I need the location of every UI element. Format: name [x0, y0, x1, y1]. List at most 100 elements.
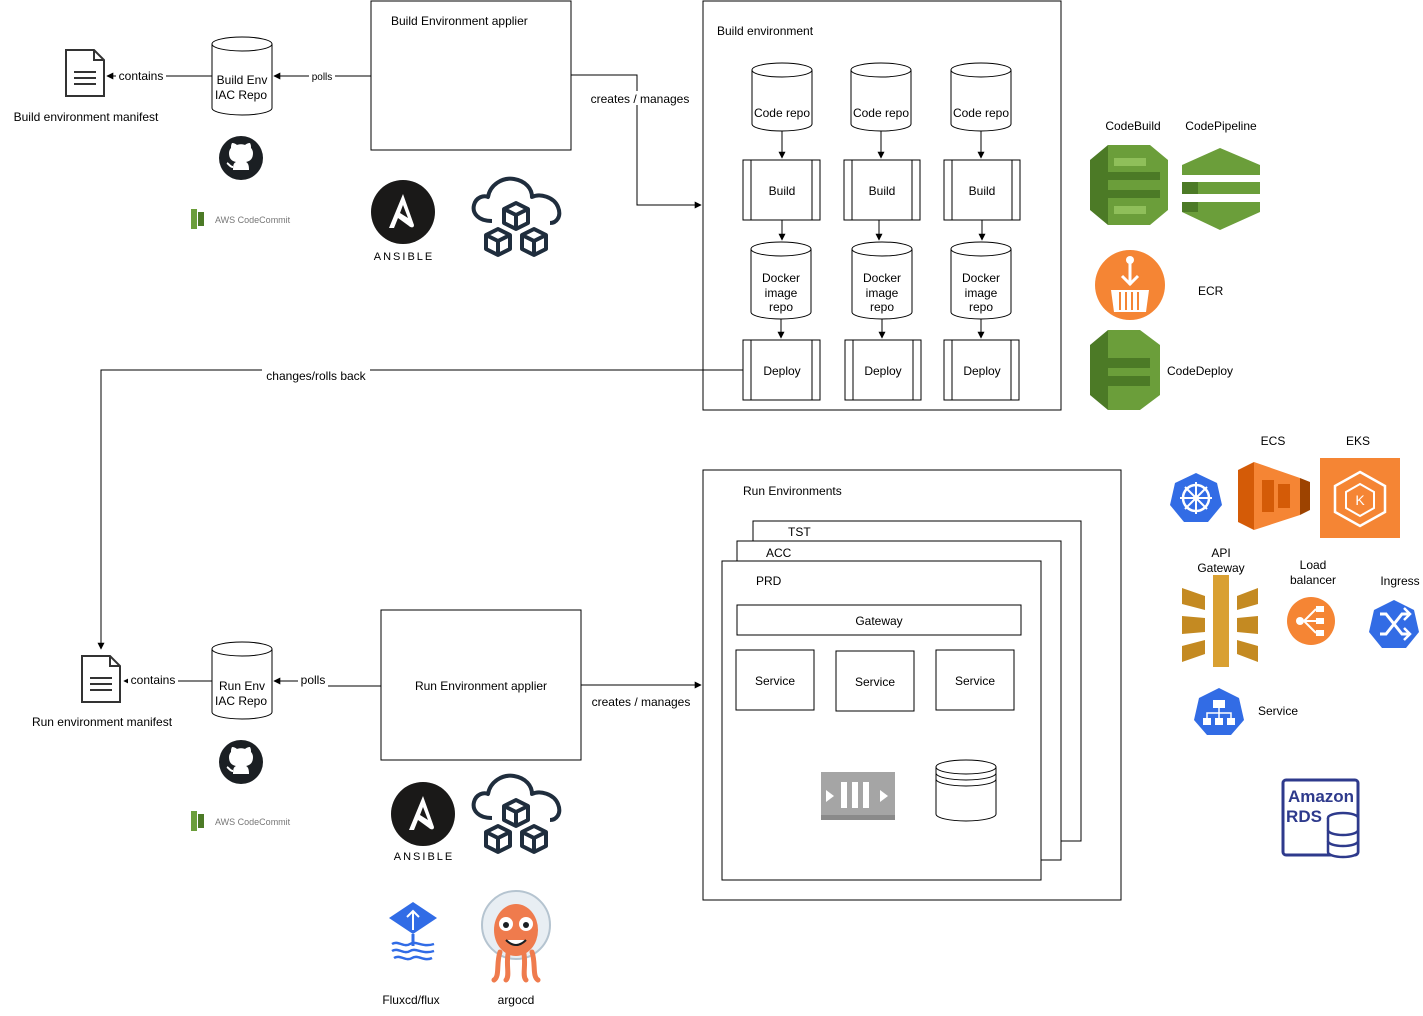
- gateway-label: Gateway: [855, 614, 902, 628]
- load-balancer-icon: [1287, 597, 1335, 645]
- svg-text:K: K: [1355, 492, 1365, 508]
- flux-label: Fluxcd/flux: [382, 993, 439, 1007]
- flux-icon: [389, 902, 437, 961]
- codecommit-icon: [191, 811, 204, 831]
- ansible-label-build: ANSIBLE: [374, 251, 434, 263]
- queue-icon: [821, 772, 895, 820]
- deploy-step-label: Deploy: [763, 364, 800, 378]
- ansible-icon: [371, 180, 435, 244]
- build-step-label: Build: [969, 184, 996, 198]
- build-step-label: Build: [869, 184, 896, 198]
- docker-line1: Docker: [962, 271, 1000, 285]
- ansible-icon: [391, 782, 455, 846]
- docker-line3: repo: [769, 300, 793, 314]
- rds-icon: Amazon RDS: [1281, 778, 1360, 859]
- rds-line2: RDS: [1286, 807, 1322, 826]
- codedeploy-label: CodeDeploy: [1167, 364, 1233, 378]
- docker-line2: image: [866, 286, 899, 300]
- docker-line3: repo: [969, 300, 993, 314]
- run-codecommit-label: AWS CodeCommit: [215, 817, 291, 827]
- codebuild-icon: [1090, 145, 1168, 225]
- build-repo-line1: Build Env: [217, 73, 268, 87]
- ansible-label-run: ANSIBLE: [394, 851, 454, 863]
- build-applier-title: Build Environment applier: [391, 14, 528, 28]
- ecs-icon: [1238, 462, 1310, 530]
- env-acc-label: ACC: [766, 546, 792, 560]
- rollback-label: changes/rolls back: [266, 369, 366, 383]
- service-box: [835, 650, 915, 712]
- docker-line3: repo: [870, 300, 894, 314]
- run-contains-label: contains: [131, 673, 176, 687]
- docker-line1: Docker: [762, 271, 800, 285]
- ecs-label: ECS: [1261, 434, 1286, 448]
- build-contains-label: contains: [119, 69, 164, 83]
- database-icon: [935, 759, 997, 822]
- gateway-box: [736, 604, 1022, 636]
- build-applier-box: [370, 0, 572, 151]
- api-gateway-icon: [1182, 575, 1258, 667]
- build-codecommit-label: AWS CodeCommit: [215, 215, 291, 225]
- service-label: Service: [755, 674, 795, 688]
- build-iac-repo: Build Env IAC Repo: [211, 36, 273, 116]
- run-creates-label: creates / manages: [592, 695, 691, 709]
- pipeline-column: Code repo Build Docker image repo Deploy: [742, 62, 821, 401]
- run-iac-repo: Run Env IAC Repo: [211, 641, 273, 720]
- deploy-step-label: Deploy: [864, 364, 901, 378]
- ingress-label: Ingress: [1380, 574, 1419, 588]
- codecommit-icon: [191, 209, 204, 229]
- run-polls-label: polls: [301, 673, 326, 687]
- deploy-step-label: Deploy: [963, 364, 1000, 378]
- code-repo-label: Code repo: [853, 106, 909, 120]
- run-environments-title: Run Environments: [743, 484, 842, 498]
- pipeline-column: Code repo Build Docker image repo Deploy: [943, 62, 1021, 401]
- build-creates-label: creates / manages: [591, 92, 690, 106]
- build-polls-label: polls: [312, 72, 333, 83]
- argocd-label: argocd: [498, 993, 535, 1007]
- docker-line1: Docker: [863, 271, 901, 285]
- github-icon: [219, 740, 263, 784]
- kubernetes-icon: [1170, 473, 1222, 522]
- docker-line2: image: [765, 286, 798, 300]
- cloud-cubes-icon: [471, 176, 562, 257]
- docker-line2: image: [965, 286, 998, 300]
- service-label: Service: [855, 675, 895, 689]
- run-applier-box: [380, 609, 582, 761]
- eks-label: EKS: [1346, 434, 1370, 448]
- k8s-service-icon: [1194, 688, 1244, 735]
- code-repo-label: Code repo: [754, 106, 810, 120]
- run-repo-line1: Run Env: [219, 679, 265, 693]
- ingress-icon: [1369, 600, 1419, 648]
- build-repo-line2: IAC Repo: [215, 88, 267, 102]
- run-manifest-label: Run environment manifest: [32, 715, 173, 729]
- ecr-icon: [1095, 250, 1165, 320]
- build-manifest-label: Build environment manifest: [14, 110, 159, 124]
- service-box: [735, 649, 815, 711]
- ecr-label: ECR: [1198, 284, 1224, 298]
- rds-line1: Amazon: [1288, 787, 1354, 806]
- codedeploy-icon: [1090, 330, 1160, 410]
- api-gateway-line2: Gateway: [1197, 561, 1244, 575]
- build-step-label: Build: [769, 184, 796, 198]
- build-environment-title: Build environment: [717, 24, 814, 38]
- document-icon: [81, 655, 121, 703]
- env-prd-label: PRD: [756, 574, 782, 588]
- run-applier-title: Run Environment applier: [415, 679, 547, 693]
- pipeline-column: Code repo Build Docker image repo Deploy: [843, 62, 922, 401]
- eks-icon: K: [1320, 458, 1400, 538]
- load-balancer-line2: balancer: [1290, 573, 1336, 587]
- argocd-icon: [481, 890, 551, 983]
- load-balancer-line1: Load: [1300, 558, 1327, 572]
- service-box: [935, 649, 1015, 711]
- service-label: Service: [955, 674, 995, 688]
- codebuild-label: CodeBuild: [1105, 119, 1160, 133]
- env-tst-label: TST: [788, 525, 811, 539]
- code-repo-label: Code repo: [953, 106, 1009, 120]
- cloud-cubes-icon: [471, 773, 562, 854]
- api-gateway-line1: API: [1211, 546, 1230, 560]
- document-icon: [65, 49, 105, 97]
- codepipeline-icon: [1182, 148, 1260, 230]
- run-repo-line2: IAC Repo: [215, 694, 267, 708]
- github-icon: [219, 136, 263, 180]
- codepipeline-label: CodePipeline: [1185, 119, 1257, 133]
